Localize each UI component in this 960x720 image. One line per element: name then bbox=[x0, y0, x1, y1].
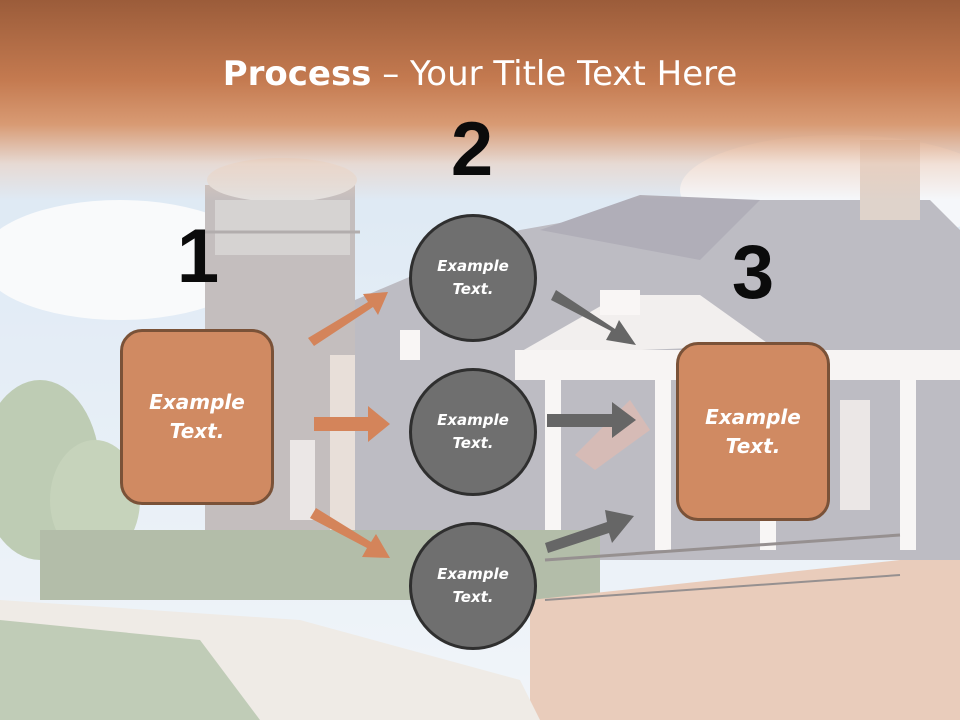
step-2-circle-top[interactable]: Example Text. bbox=[409, 214, 537, 342]
arrow-from-middle-circle bbox=[547, 402, 636, 438]
step-2-circle-bottom[interactable]: Example Text. bbox=[409, 522, 537, 650]
step-1-text: Example Text. bbox=[149, 390, 245, 443]
step-2-circle-middle[interactable]: Example Text. bbox=[409, 368, 537, 496]
page-title: Process – Your Title Text Here bbox=[0, 52, 960, 96]
title-rest: – Your Title Text Here bbox=[371, 54, 738, 94]
step-1-box[interactable]: Example Text. bbox=[120, 329, 274, 505]
step-number-2: 2 bbox=[450, 107, 494, 192]
arrow-to-top-circle bbox=[308, 292, 388, 346]
circle-bottom-text: Example Text. bbox=[437, 565, 509, 606]
circle-middle-text: Example Text. bbox=[437, 411, 509, 452]
header-band bbox=[0, 0, 960, 200]
step-number-1: 1 bbox=[176, 214, 220, 299]
circle-top-text: Example Text. bbox=[437, 257, 509, 298]
step-3-box[interactable]: Example Text. bbox=[676, 342, 830, 521]
title-strong: Process bbox=[222, 54, 372, 94]
step-number-3: 3 bbox=[731, 230, 775, 315]
arrow-to-bottom-circle bbox=[310, 508, 390, 558]
arrow-to-middle-circle bbox=[314, 406, 390, 442]
arrow-from-bottom-circle bbox=[545, 510, 634, 553]
arrow-from-top-circle bbox=[551, 290, 636, 345]
step-3-text: Example Text. bbox=[705, 404, 801, 458]
